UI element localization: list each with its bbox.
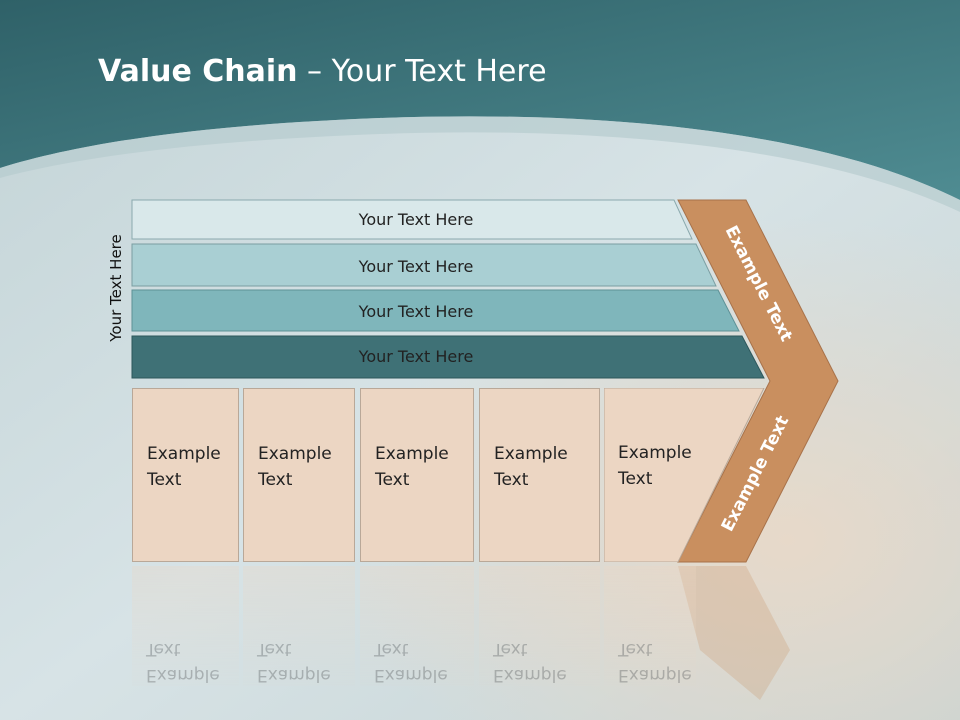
- title-rest: – Your Text Here: [297, 54, 547, 89]
- box-line1: Example: [147, 444, 221, 464]
- box-line2: Text: [147, 470, 182, 490]
- chevron-arrow: [677, 199, 839, 563]
- bar-4: [131, 335, 765, 379]
- page-title: Value Chain – Your Text Here: [98, 54, 547, 89]
- title-bold: Value Chain: [98, 54, 298, 89]
- box-line2: Text: [375, 470, 410, 490]
- box-line2: Text: [258, 470, 293, 490]
- chevron-reflection: [678, 566, 790, 700]
- bar-2: [131, 243, 717, 287]
- box-line1: Example: [494, 444, 568, 464]
- box-line1: Example: [375, 444, 449, 464]
- box-line1: Example: [258, 444, 332, 464]
- example-box-5-line2: Text: [617, 469, 653, 489]
- bar-3-label: Your Text Here: [358, 302, 474, 321]
- box-line2: Text: [494, 470, 529, 490]
- example-box-5: Example Text: [604, 388, 765, 562]
- bar-2-label: Your Text Here: [358, 257, 474, 276]
- bar-1: [131, 199, 693, 240]
- bar-1-label: Your Text Here: [358, 210, 474, 229]
- example-box-5-line1: Example: [618, 443, 692, 463]
- bar-4-label: Your Text Here: [358, 347, 474, 366]
- bar-3: [131, 289, 740, 332]
